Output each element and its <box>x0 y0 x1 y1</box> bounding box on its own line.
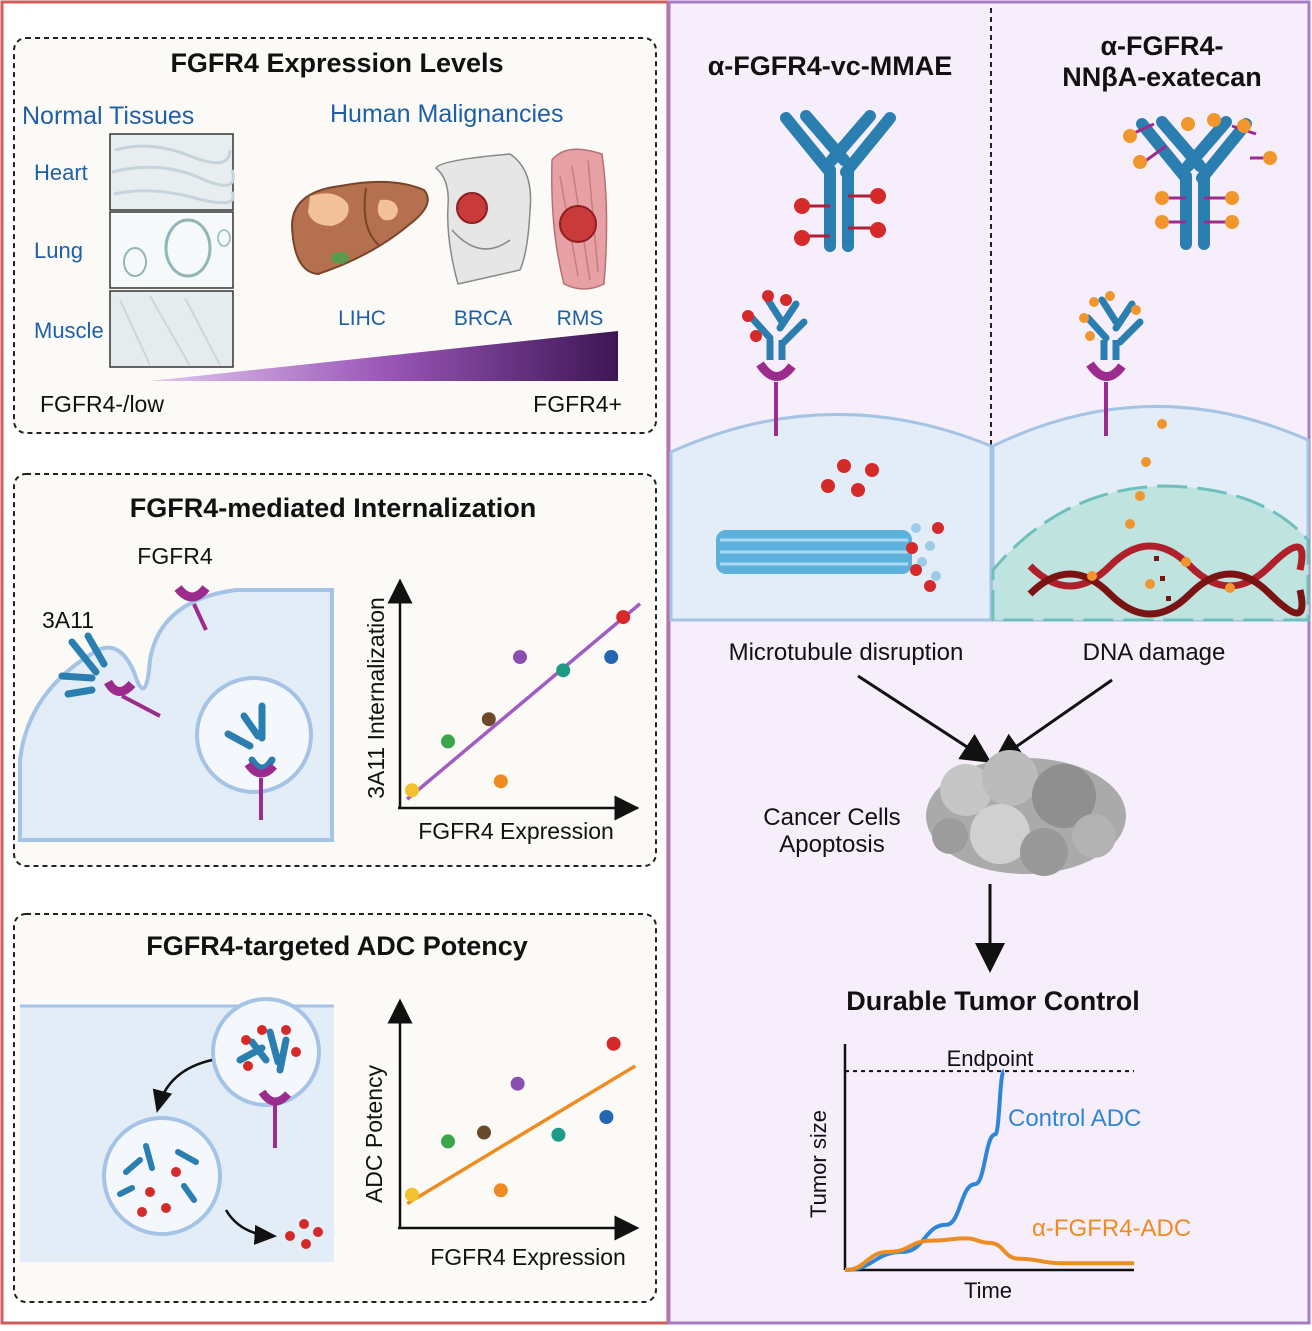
high-expression-label: FGFR4+ <box>533 391 622 417</box>
internalization-title: FGFR4-mediated Internalization <box>130 493 537 523</box>
chart3-xlabel: Time <box>964 1278 1012 1303</box>
chart3-series-1 <box>844 1236 1134 1272</box>
cancer-label-brca: BRCA <box>454 307 512 330</box>
adc1-cell-membrane <box>669 412 993 622</box>
mechanism-panel: α-FGFR4-vc-MMAE α-FGFR4- NNβA-exatecan <box>669 8 1310 1303</box>
expression-panel: FGFR4 Expression Levels Normal Tissues H… <box>13 37 657 434</box>
adc1-title: α-FGFR4-vc-MMAE <box>708 51 953 81</box>
adc2-title-line1: α-FGFR4- <box>1100 31 1223 61</box>
lysosome <box>102 1116 222 1236</box>
chart2-point-5 <box>551 1127 566 1142</box>
internalization-chart: 3A11 Internalization FGFR4 Expression <box>363 578 642 844</box>
chart2-point-4 <box>510 1076 525 1091</box>
chart2-xlabel: FGFR4 Expression <box>430 1244 626 1270</box>
outcome-title: Durable Tumor Control <box>846 986 1140 1016</box>
chart1-point-2 <box>481 712 496 727</box>
chart1-point-5 <box>556 663 571 678</box>
cancer-label-rms: RMS <box>557 307 604 330</box>
normal-tissues-header: Normal Tissues <box>22 102 194 130</box>
microtubule-icon <box>716 522 944 592</box>
adc2-bound-icon <box>1079 291 1144 436</box>
chart3-endpoint-label: Endpoint <box>947 1046 1034 1071</box>
trafficking-arrow <box>152 1058 213 1113</box>
chart1-ylabel: 3A11 Internalization <box>363 597 389 799</box>
fgfr4-receptor-icon <box>174 585 210 631</box>
fgfr4-label: FGFR4 <box>137 543 213 569</box>
released-payload-icon <box>285 1219 323 1249</box>
cancer-label-lihc: LIHC <box>338 307 386 330</box>
tissue-labels: Heart Lung Muscle <box>34 160 104 343</box>
adc-in-endosome-icon <box>236 1025 301 1148</box>
chart2-point-3 <box>493 1183 508 1198</box>
adc2-antibody-icon <box>1123 113 1277 250</box>
potency-panel: FGFR4-targeted ADC Potency <box>13 913 657 1303</box>
tumor-growth-chart: Endpoint Tumor size Time Control ADC α-F… <box>806 1044 1191 1303</box>
chart1-point-3 <box>493 774 508 789</box>
internalized-antibody-icon <box>224 702 278 820</box>
apoptosis-label-line2: Apoptosis <box>779 831 884 858</box>
chart2-ylabel: ADC Potency <box>361 1064 387 1203</box>
muscle-illustration <box>551 148 608 290</box>
histology-muscle-image <box>109 290 234 368</box>
expression-gradient-wedge <box>150 331 618 381</box>
degraded-antibody-fragments <box>117 1143 199 1217</box>
adc1-bound-icon <box>742 290 808 436</box>
effect1-label: Microtubule disruption <box>729 639 964 666</box>
chart1-point-1 <box>441 734 455 749</box>
chart1-point-6 <box>604 650 619 665</box>
cancer-labels: LIHC BRCA RMS <box>338 307 603 330</box>
chart1-point-7 <box>616 610 631 625</box>
antibody-3a11-icon <box>58 632 161 718</box>
arrow-microtubule-to-apoptosis <box>857 674 992 763</box>
exatecan-payload-icon <box>1125 419 1167 529</box>
adc2-title-line2: NNβA-exatecan <box>1062 62 1262 92</box>
histology-lung-image <box>109 211 234 289</box>
control-adc-label: Control ADC <box>1008 1105 1141 1132</box>
expression-title: FGFR4 Expression Levels <box>170 48 503 78</box>
chart3-ylabel: Tumor size <box>806 1110 831 1218</box>
effect2-label: DNA damage <box>1083 639 1226 666</box>
chart1-trend-line <box>406 602 642 801</box>
apoptotic-cells-illustration <box>926 750 1126 876</box>
dna-helix-icon <box>1027 542 1306 618</box>
chart2-point-1 <box>441 1134 455 1149</box>
chart2-point-0 <box>405 1187 419 1202</box>
chart1-xlabel: FGFR4 Expression <box>418 818 614 844</box>
internalization-panel: FGFR4-mediated Internalization FGFR4 3A1… <box>13 473 657 867</box>
liver-illustration <box>290 180 429 276</box>
chart1-point-0 <box>405 783 419 798</box>
antibody-3a11-label: 3A11 <box>42 607 94 633</box>
chart2-point-2 <box>477 1125 491 1140</box>
chart1-point-4 <box>513 650 527 665</box>
endosome-loaded <box>211 997 321 1107</box>
potency-title: FGFR4-targeted ADC Potency <box>146 931 528 961</box>
chart2-trend-line <box>406 1064 637 1206</box>
adc1-antibody-icon <box>780 110 896 252</box>
tissue-label-heart: Heart <box>34 160 88 185</box>
payload-release-arrow <box>224 1209 277 1245</box>
treated-adc-label: α-FGFR4-ADC <box>1032 1215 1191 1242</box>
tissue-label-muscle: Muscle <box>34 318 104 343</box>
malignancies-header: Human Malignancies <box>330 100 563 128</box>
low-expression-label: FGFR4-/low <box>40 391 164 417</box>
chart2-point-7 <box>606 1036 621 1051</box>
breast-illustration <box>435 153 532 285</box>
histology-heart-image <box>109 133 235 211</box>
tissue-label-lung: Lung <box>34 238 83 263</box>
potency-chart: ADC Potency FGFR4 Expression <box>361 998 640 1270</box>
mmae-payload-icon <box>821 459 879 497</box>
arrow-dna-to-apoptosis <box>992 678 1113 764</box>
apoptosis-label-line1: Cancer Cells <box>763 804 900 831</box>
chart2-point-6 <box>599 1110 614 1124</box>
